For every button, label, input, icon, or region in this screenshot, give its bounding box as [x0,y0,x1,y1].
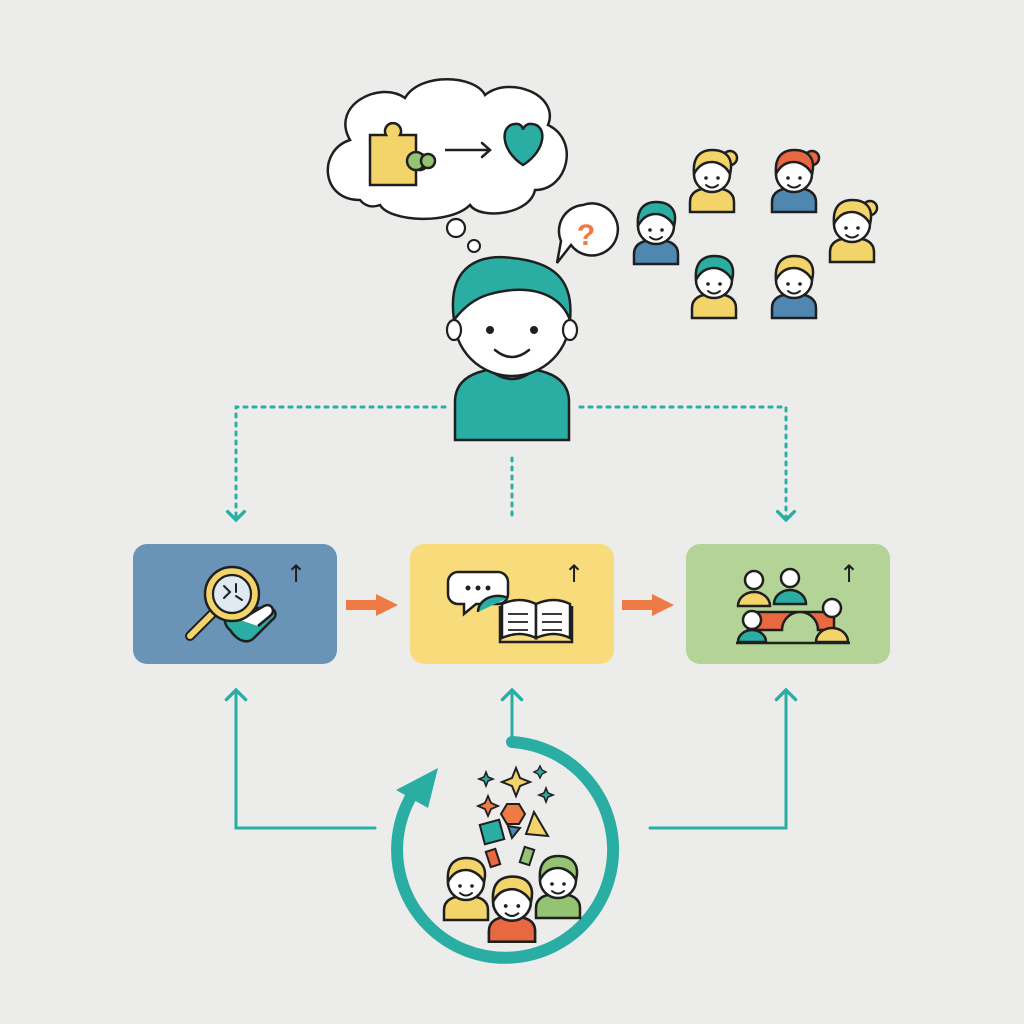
dotted-connector-left [225,405,447,523]
group-bridge-icon [736,567,850,645]
cycle-child-right [534,854,582,920]
feedback-connector-left [224,687,377,830]
main-child-avatar [445,255,579,442]
child-avatar-1 [688,148,739,214]
child-avatar-2 [770,148,821,214]
thought-bubble [326,78,568,253]
orange-arrow-2 [622,594,674,616]
child-avatar-4 [828,198,879,264]
sparkle-icon [475,764,556,819]
orange-arrow-1 [346,594,398,616]
cycle-child-left [442,856,490,922]
children-group [632,148,879,320]
magnifier-hand-icon [185,565,277,643]
puzzle-icon [368,121,437,187]
child-avatar-3 [632,200,680,266]
dotted-connectors [225,405,797,523]
shapes-icon [478,803,550,869]
heart-icon [503,122,544,167]
collaborate-corner-arrow: ↑ [839,560,859,588]
process-box-discuss[interactable]: ↑ [410,544,614,664]
process-box-explore[interactable]: ↑ [133,544,337,664]
feedback-connectors [224,687,798,830]
process-box-collaborate[interactable]: ↑ [686,544,890,664]
circular-refresh-icon [391,736,620,964]
child-avatar-5 [690,254,738,320]
question-mark: ? [577,219,595,252]
feedback-connector-right [648,687,798,830]
children-group-icon [442,854,582,944]
discuss-corner-arrow: ↑ [564,560,584,588]
question-bubble: ? [555,202,620,264]
arrow-right-icon [445,141,492,159]
speech-book-icon [446,570,574,644]
dotted-connector-right [578,405,797,523]
cycle-child-center [487,875,537,944]
child-avatar-6 [770,254,818,320]
explore-corner-arrow: ↑ [286,560,306,588]
